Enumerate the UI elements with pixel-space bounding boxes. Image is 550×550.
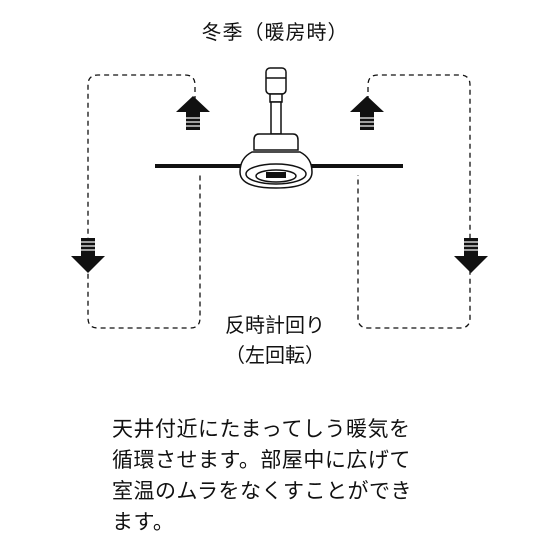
rotation-label: 反時計回り （左回転） [210, 310, 340, 370]
arrow-up-icon [176, 96, 210, 130]
rotation-direction: 反時計回り [225, 313, 325, 337]
description-line: 循環させます。部屋中に広げて [112, 448, 411, 472]
description-line: 天井付近にたまってしう暖気を [112, 417, 411, 441]
rotation-note: （左回転） [225, 343, 325, 367]
left-airflow-loop [87, 74, 201, 329]
diagram-title: 冬季（暖房時） [201, 20, 349, 44]
ceiling-fan-icon [155, 67, 403, 189]
description-text: 天井付近にたまってしう暖気を 循環させます。部屋中に広げて 室温のムラをなくすこ… [112, 414, 452, 538]
arrow-down-icon [454, 238, 488, 273]
arrow-up-icon [350, 96, 384, 130]
description-line: 室温のムラをなくすことができ [112, 479, 412, 503]
description-line: ます。 [112, 510, 175, 534]
arrow-down-icon [71, 238, 105, 273]
right-airflow-loop [357, 74, 471, 329]
